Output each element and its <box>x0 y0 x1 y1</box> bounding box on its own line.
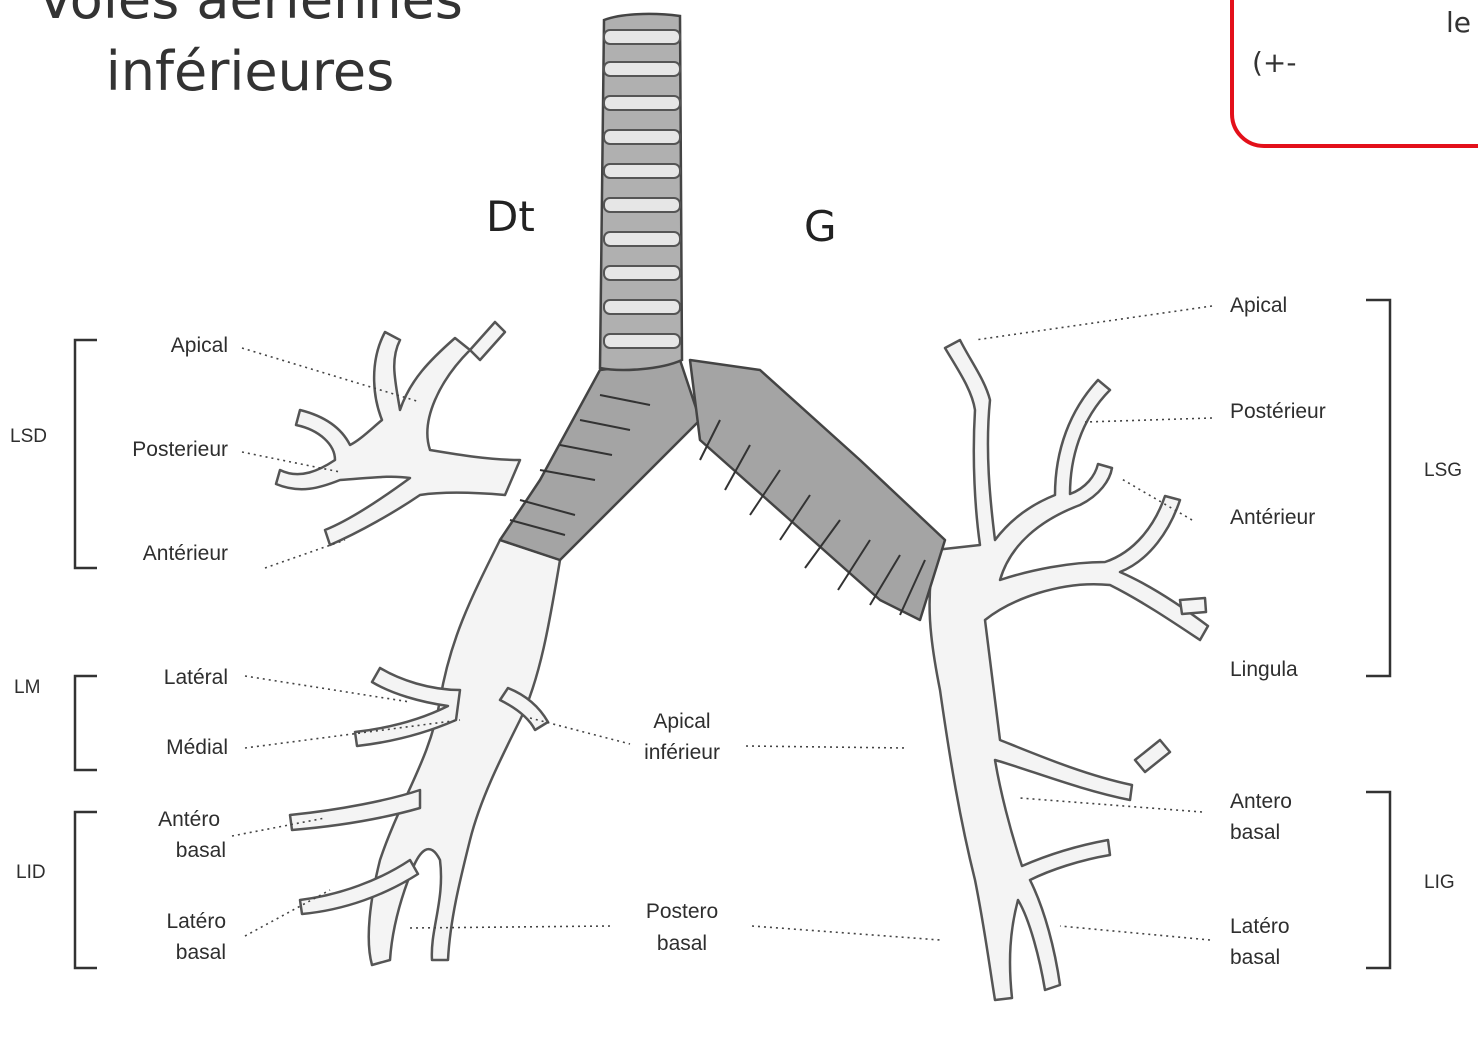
main-bronchi <box>500 360 945 620</box>
group-label-lsd: LSD <box>10 426 47 448</box>
label-posterieur-right: Posterieur <box>100 434 228 465</box>
label-latero-basal-left-2: basal <box>1230 942 1280 973</box>
label-anterieur-right: Antérieur <box>100 538 228 569</box>
label-posterieur-left: Postérieur <box>1230 396 1326 427</box>
label-postero-basal-2: basal <box>620 928 744 959</box>
right-bronchial-tree <box>276 322 560 965</box>
label-antero-basal-right-2: basal <box>110 835 226 866</box>
label-antero-basal-left-2: basal <box>1230 817 1280 848</box>
group-label-lm: LM <box>14 677 40 699</box>
group-label-lid: LID <box>16 862 46 884</box>
label-postero-basal-1: Postero <box>620 896 744 927</box>
label-apical-inferieur-1: Apical <box>620 706 744 737</box>
group-label-lig: LIG <box>1424 872 1455 894</box>
label-antero-basal-left-1: Antero <box>1230 786 1292 817</box>
group-label-lsg: LSG <box>1424 460 1462 482</box>
trachea <box>600 14 682 370</box>
label-latero-basal-left-1: Latéro <box>1230 911 1290 942</box>
label-antero-basal-right-1: Antéro <box>110 804 220 835</box>
label-apical-left: Apical <box>1230 290 1287 321</box>
label-anterieur-left: Antérieur <box>1230 502 1315 533</box>
label-latero-basal-right-1: Latéro <box>110 906 226 937</box>
left-bronchial-tree <box>930 340 1208 1000</box>
label-latero-basal-right-2: basal <box>110 937 226 968</box>
label-apical-inferieur-2: inférieur <box>620 737 744 768</box>
label-lingula: Lingula <box>1230 654 1298 685</box>
label-medial: Médial <box>120 732 228 763</box>
label-apical-right: Apical <box>120 330 228 361</box>
label-lateral: Latéral <box>120 662 228 693</box>
